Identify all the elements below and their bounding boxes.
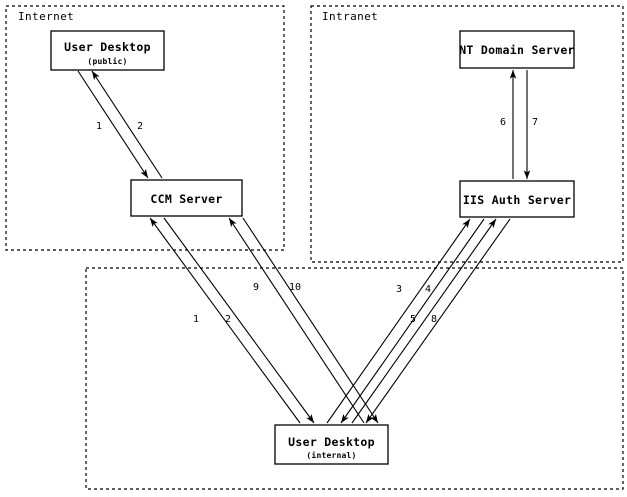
flow-step-label-flow-6: 6 [500, 117, 506, 128]
node-box-nt-domain-server [459, 30, 575, 69]
node-box-iis-auth-server [459, 180, 575, 218]
nodes-layer: User Desktop (public) CCM Server NT Domain … [50, 30, 575, 465]
flow-step-label-flow-1: 1 [96, 121, 102, 132]
node-user-desktop-public: User Desktop (public) [50, 30, 165, 71]
flow-arrow-4-iis-auth-server-to-user-desktop-internal [340, 218, 485, 424]
node-iis-auth-server: IIS Auth Server [459, 180, 575, 218]
node-title-iis-auth-server: IIS Auth Server [463, 193, 571, 207]
flow-arrow-2-ccm-server-to-user-desktop-internal [163, 217, 315, 424]
zone-label-intranet: Intranet [322, 10, 378, 23]
node-title-user-desktop-internal: User Desktop [288, 435, 375, 449]
node-box-user-desktop-internal [274, 424, 389, 465]
flow-step-label-flow-4: 4 [425, 284, 431, 295]
zone-internet [5, 5, 285, 251]
zone-internal [85, 267, 624, 490]
flow-step-label-flow-8: 8 [431, 314, 437, 325]
zone-intranet [310, 5, 624, 263]
node-box-ccm-server [130, 179, 243, 217]
flow-step-label-flow-7: 7 [532, 117, 538, 128]
flow-arrow-5-user-desktop-internal-to-iis-auth-server [351, 218, 497, 424]
zone-label-internet: Internet [18, 10, 74, 23]
flow-step-label-flow-2b: 2 [225, 314, 231, 325]
node-user-desktop-internal: User Desktop(internal) [274, 424, 389, 465]
flows-layer [77, 70, 531, 424]
flow-arrow-8-iis-auth-server-to-user-desktop-internal [365, 218, 511, 424]
node-title-ccm-server: CCM Server [150, 192, 222, 206]
flow-arrow-10-ccm-server-to-user-desktop-internal [242, 217, 379, 424]
flow-labels-layer: 1 2 1 2 9 10 3 4 5 8 6 7 [96, 117, 538, 325]
node-title-user-desktop-public: User Desktop [64, 40, 151, 54]
node-nt-domain-server: NT Domain Server [459, 30, 575, 69]
flow-arrow-2-ccm-server-to-user-desktop-public [91, 70, 163, 179]
flow-step-label-flow-5: 5 [410, 314, 416, 325]
node-subtitle-user-desktop-public: (public) [87, 56, 127, 66]
flow-step-label-flow-1b: 1 [193, 314, 199, 325]
zones-layer: Internet Intranet [5, 5, 624, 490]
flow-arrow-1-user-desktop-public-to-ccm-server [77, 70, 149, 179]
flow-arrow-1-user-desktop-internal-to-ccm-server [149, 217, 301, 424]
node-title-nt-domain-server: NT Domain Server [459, 43, 575, 57]
node-box-user-desktop-public [50, 30, 165, 71]
flow-step-label-flow-3: 3 [396, 284, 402, 295]
flow-step-label-flow-9: 9 [253, 282, 259, 293]
flow-arrow-9-user-desktop-internal-to-ccm-server [228, 217, 365, 424]
flow-step-label-flow-10: 10 [289, 282, 301, 293]
flow-arrow-3-user-desktop-internal-to-iis-auth-server [326, 218, 471, 424]
node-ccm-server: CCM Server [130, 179, 243, 217]
flow-step-label-flow-2: 2 [137, 121, 143, 132]
node-subtitle-user-desktop-internal: (internal) [306, 450, 356, 460]
